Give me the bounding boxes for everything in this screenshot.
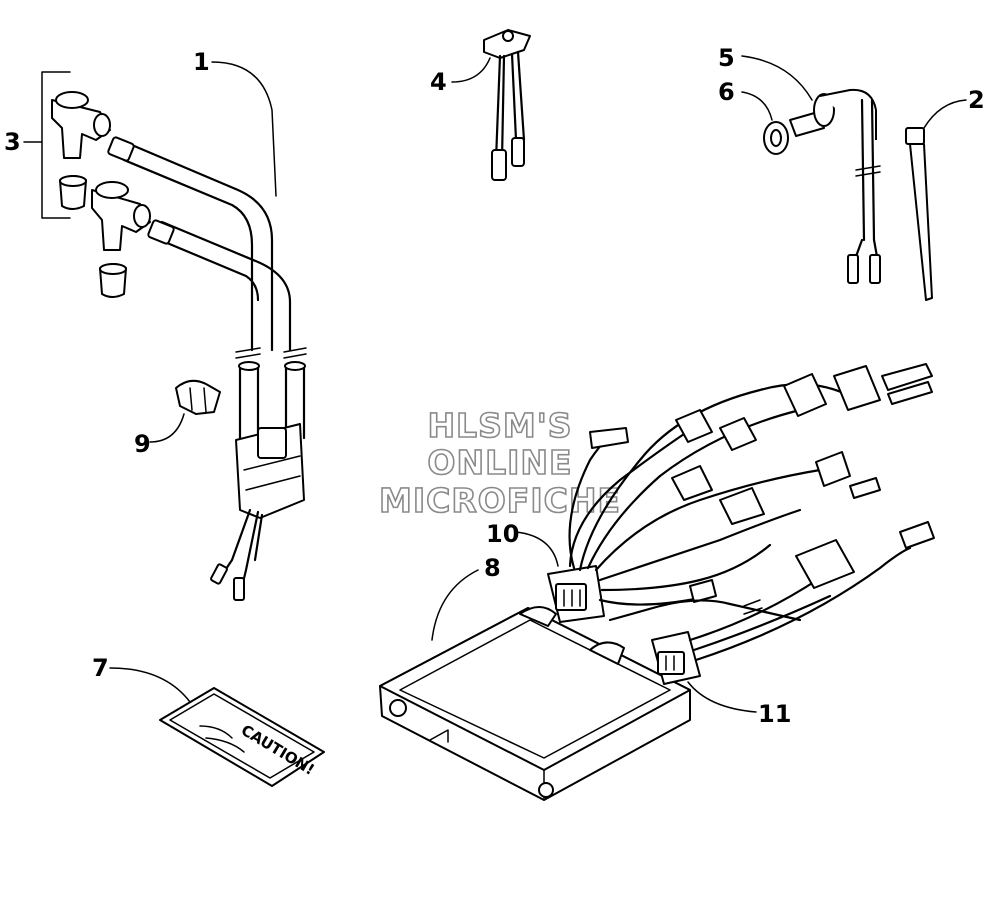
callout-5: 5 <box>718 44 735 72</box>
callout-10: 10 <box>486 520 519 548</box>
wiring-harness <box>547 363 935 685</box>
watermark-line-3: MICROFICHE <box>379 481 621 520</box>
callout-8: 8 <box>484 554 501 582</box>
leader-lines <box>23 55 967 713</box>
watermark-line-2: ONLINE <box>427 443 572 482</box>
callout-11: 11 <box>758 700 791 728</box>
callout-7: 7 <box>92 654 109 682</box>
callout-2: 2 <box>968 86 985 114</box>
sensor-part-4 <box>483 29 531 181</box>
watermark: HLSM'S ONLINE MICROFICHE <box>378 405 621 521</box>
watermark-line-1: HLSM'S <box>427 406 572 445</box>
control-unit-box <box>379 606 691 801</box>
callout-9: 9 <box>134 430 151 458</box>
callout-4: 4 <box>430 68 447 96</box>
spark-plug-caps <box>51 91 151 298</box>
wire-clip <box>175 379 221 415</box>
sensor-part-5 <box>789 88 881 284</box>
callout-6: 6 <box>718 78 735 106</box>
washer-part-6 <box>763 121 789 155</box>
callout-1: 1 <box>193 48 210 76</box>
callout-numbers: 1 2 3 4 5 6 7 8 9 10 11 <box>4 44 985 728</box>
ignition-coil-assembly <box>107 136 307 601</box>
callout-3: 3 <box>4 128 21 156</box>
cable-tie-part-2 <box>905 127 933 301</box>
caution-decal: CAUTION! <box>159 687 325 787</box>
